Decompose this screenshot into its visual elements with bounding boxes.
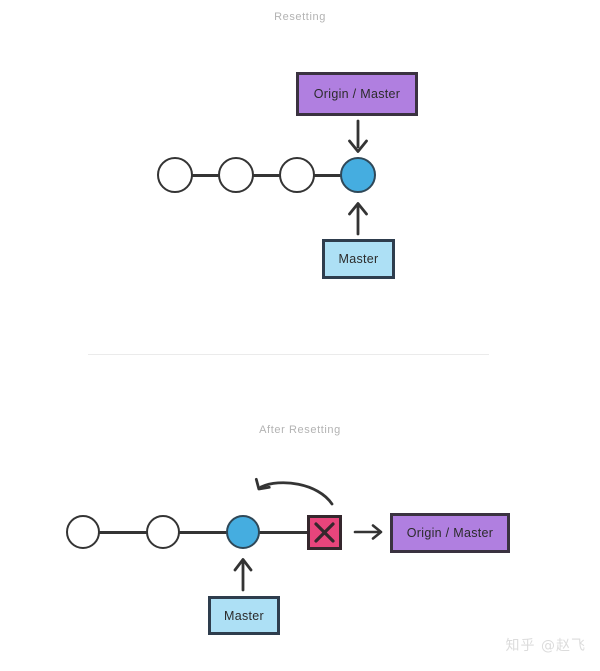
bottom-up-arrow-icon [231,557,255,592]
bottom-master-box: Master [208,596,280,635]
bottom-commit-node-2-current [226,515,260,549]
discarded-commit-x-box [307,515,342,550]
revert-curved-arrow-icon [248,477,334,512]
bottom-edge-0-1 [99,531,149,534]
top-master-label: Master [338,252,379,266]
top-origin-master-box: Origin / Master [296,72,418,116]
section-title-resetting: Resetting [274,11,326,23]
bottom-edge-2-3 [259,531,309,534]
top-commit-node-1 [218,157,254,193]
top-master-box: Master [322,239,395,279]
top-up-arrow-icon [345,201,371,236]
bottom-commit-node-1 [146,515,180,549]
top-edge-0-1 [190,174,222,177]
top-commit-node-3-current [340,157,376,193]
top-origin-master-label: Origin / Master [313,87,401,101]
bottom-master-label: Master [223,608,264,623]
top-edge-2-3 [312,174,344,177]
bottom-origin-master-box: Origin / Master [390,513,510,553]
top-commit-node-2 [279,157,315,193]
watermark: 知乎 @赵飞 [505,638,586,654]
top-edge-1-2 [251,174,283,177]
bottom-origin-master-label: Origin / Master [406,526,494,540]
section-divider [88,354,489,355]
bottom-edge-1-2 [179,531,229,534]
bottom-right-arrow-icon [353,520,384,544]
section-title-after-resetting: After Resetting [259,424,341,436]
top-commit-node-0 [157,157,193,193]
top-down-arrow-icon [345,119,371,154]
bottom-commit-node-0 [66,515,100,549]
